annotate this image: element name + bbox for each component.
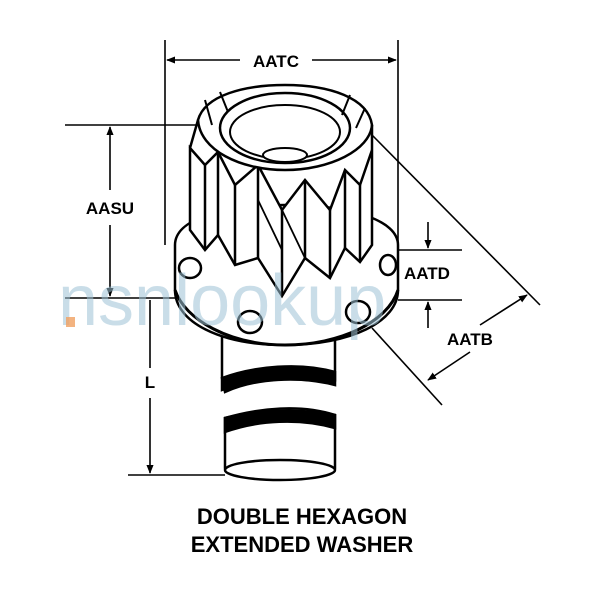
bore-bottom	[262, 147, 308, 163]
flange-hole-far-right	[378, 253, 398, 277]
caption-line-2: EXTENDED WASHER	[191, 532, 414, 557]
dimension-l	[128, 300, 225, 476]
dimension-aasu	[65, 124, 198, 299]
watermark: nsnlookup	[58, 261, 386, 341]
flange-hole-left	[177, 256, 203, 280]
label-aatc: AATC	[253, 52, 299, 71]
label-aasu: AASU	[86, 199, 134, 218]
label-l: L	[145, 373, 155, 392]
shank	[220, 333, 337, 482]
dimension-aatc	[164, 40, 399, 245]
flange-hole-right	[344, 299, 372, 325]
double-hex-head	[188, 83, 374, 299]
label-aatd: AATD	[404, 264, 450, 283]
watermark-accent	[66, 317, 75, 327]
watermark-text: nsnlookup	[58, 261, 386, 341]
dimension-aatb	[371, 134, 541, 406]
caption-line-1: DOUBLE HEXAGON	[197, 504, 407, 529]
label-aatb: AATB	[447, 330, 493, 349]
flange-hole-center	[236, 309, 264, 335]
dimension-aatd	[398, 222, 462, 328]
